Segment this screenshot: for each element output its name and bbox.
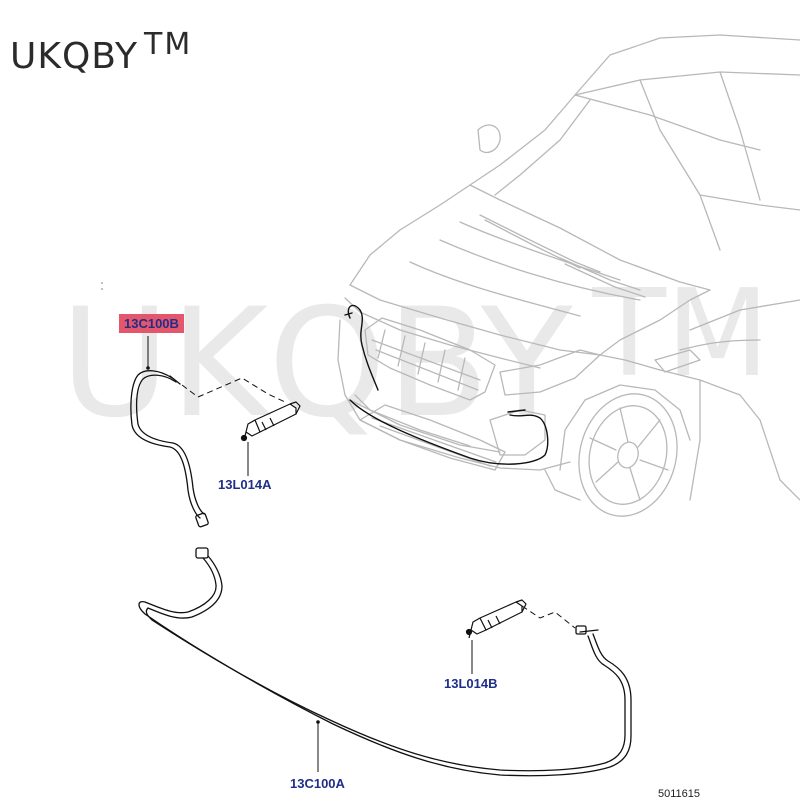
washer-jet-13l014a [240,401,301,442]
callout-13c100b[interactable]: 13C100B [119,314,184,333]
brand-name: UKQBY [10,36,139,77]
leader-dot-13c100a [316,720,320,724]
hose-13c100a [138,547,632,777]
figure-id: 5011615 [657,788,700,800]
washer-jet-13l014b [465,599,527,639]
callout-13c100a[interactable]: 13C100A [290,776,345,791]
leader-dot-13c100b [146,366,150,370]
vehicle-hose-routing [344,304,549,465]
dashed-link-right [521,605,576,629]
hose-13c100b [130,370,209,528]
dot-mark [101,282,103,284]
brand-trademark: TM [144,27,193,62]
vehicle-outline [337,34,800,517]
watermark-trademark: TM [592,265,770,404]
callout-13l014b[interactable]: 13L014B [444,676,498,691]
dot-mark [101,288,103,290]
callout-13l014a[interactable]: 13L014A [218,477,272,492]
dashed-link-left [181,377,286,403]
